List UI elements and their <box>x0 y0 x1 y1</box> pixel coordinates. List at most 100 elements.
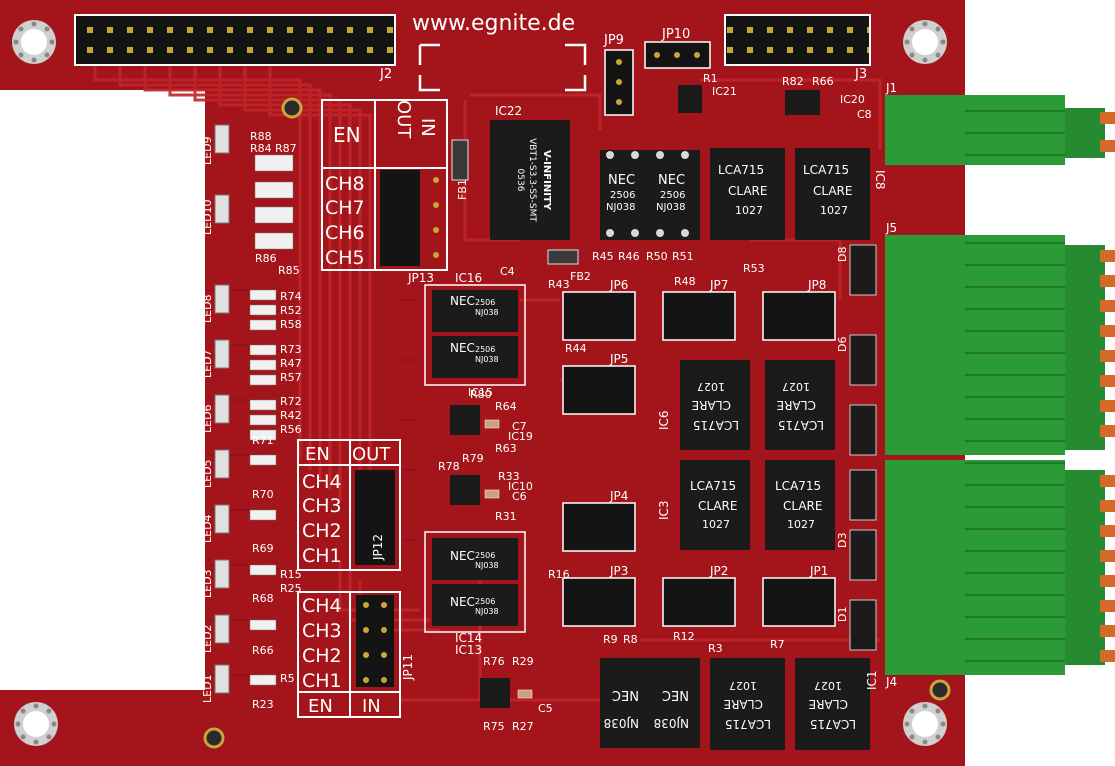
r66-label: R66 <box>252 644 274 657</box>
ic11-lot: NJ038 <box>654 716 689 730</box>
ic14-label: IC14 <box>455 631 482 645</box>
ic12-nec: NEC <box>612 687 639 702</box>
ic4-clare: CLARE <box>783 499 822 513</box>
led9-label: LED9 <box>201 136 214 165</box>
ic7-date: 1027 <box>735 204 763 217</box>
led3-label: LED3 <box>201 569 214 598</box>
ic22-brand: V-INFINITY <box>541 150 552 211</box>
r71-label: R71 <box>252 434 274 447</box>
ic16-nec-a: NEC <box>450 294 475 308</box>
mid-ch3: CH3 <box>302 495 342 517</box>
ic14-lot-a: NJ038 <box>475 561 499 570</box>
ic6-date: 1027 <box>697 380 725 393</box>
r57-label: R57 <box>280 371 302 384</box>
r16-label: R16 <box>548 568 570 581</box>
header-j2: J2 <box>74 14 396 82</box>
led10-label: LED10 <box>201 199 214 235</box>
top-out-label: OUT <box>393 100 414 139</box>
jp10: JP10 <box>644 27 711 69</box>
r5-label: R5 <box>280 672 295 685</box>
ic16-label: IC16 <box>455 271 482 285</box>
r73-label: R73 <box>280 343 302 356</box>
ic3-lca: LCA715 <box>690 479 736 493</box>
ic1-lca: LCA715 <box>810 717 856 731</box>
r25-label: R25 <box>280 582 302 595</box>
r78-label: R78 <box>438 460 460 473</box>
r7-label: R7 <box>770 638 785 651</box>
mid-ch4: CH4 <box>302 471 342 493</box>
top-ch8: CH8 <box>325 173 365 195</box>
r85-label: R85 <box>278 264 300 277</box>
ic2-lca: LCA715 <box>725 717 771 731</box>
ic10-label: IC10 <box>508 480 533 493</box>
r87-label: R87 <box>275 142 297 155</box>
led2-label: LED2 <box>201 624 214 653</box>
d1-label: D1 <box>836 607 849 622</box>
r31-label: R31 <box>495 510 517 523</box>
ic8-date: 1027 <box>820 204 848 217</box>
clare-ic1: LCA715 CLARE 1027 IC1 <box>795 658 879 750</box>
clare-ic8: LCA715 CLARE 1027 IC8 <box>795 148 887 240</box>
fb1-label: FB1 <box>456 179 469 200</box>
mid-ch2: CH2 <box>302 520 342 542</box>
bot-en-label: EN <box>308 696 333 717</box>
mid-en-label: EN <box>305 444 330 465</box>
r8-label: R8 <box>623 633 638 646</box>
r45-label: R45 <box>592 250 614 263</box>
ic15-label: IC15 <box>468 386 493 399</box>
ic12-ic11: NJ038 NEC NJ038 NEC <box>600 658 700 748</box>
bot-in-label: IN <box>362 696 381 717</box>
jp9-label: JP9 <box>603 33 624 48</box>
sot-parts <box>450 85 820 708</box>
ic2-date: 1027 <box>729 679 757 692</box>
r74-label: R74 <box>280 290 302 303</box>
smd-resistor-array <box>249 154 294 686</box>
r47-label: R47 <box>280 357 302 370</box>
jp7-label: JP7 <box>709 278 728 292</box>
led4-label: LED4 <box>201 514 214 543</box>
r68-label: R68 <box>252 592 274 605</box>
ic18-date: 2506 <box>660 190 685 201</box>
ic6-clare: CLARE <box>692 398 731 412</box>
ic20-label: IC20 <box>840 93 865 106</box>
r27-label: R27 <box>512 720 534 733</box>
ic2-clare: CLARE <box>724 697 763 711</box>
panel-bot: CH4 CH3 CH2 CH1 EN IN JP11 <box>297 591 415 718</box>
ic1-clare: CLARE <box>809 697 848 711</box>
r53-label: R53 <box>743 262 765 275</box>
r48-label: R48 <box>674 275 696 288</box>
r29-label: R29 <box>512 655 534 668</box>
clare-ic7: LCA715 CLARE 1027 <box>710 148 785 240</box>
r80-label: R80 <box>470 388 492 401</box>
ic5-date: 1027 <box>782 380 810 393</box>
r50-label: R50 <box>646 250 668 263</box>
r52-label: R52 <box>280 304 302 317</box>
mid-ch1: CH1 <box>302 545 342 567</box>
ic17-nec: NEC <box>608 173 635 188</box>
ic1-label: IC1 <box>865 670 879 690</box>
jp12-label: JP12 <box>371 534 385 561</box>
jp1-label: JP1 <box>809 564 828 578</box>
ic16-nec-b: NEC <box>450 341 475 355</box>
r42-label: R42 <box>280 409 302 422</box>
c8-label: C8 <box>857 108 872 121</box>
r63-label: R63 <box>495 442 517 455</box>
ic3-clare: CLARE <box>698 499 737 513</box>
ic16-lot-b: NJ038 <box>475 355 499 364</box>
r72-label: R72 <box>280 395 302 408</box>
r86-label: R86 <box>255 252 277 265</box>
ic14-date-a: 2506 <box>475 551 495 560</box>
clare-ic2: LCA715 CLARE 1027 <box>710 658 785 750</box>
ic16-nec-pair: NEC 2506 NJ038 NEC 2506 NJ038 IC16 <box>424 271 526 386</box>
top-ch5: CH5 <box>325 247 365 269</box>
ic14-nec-b: NEC <box>450 595 475 609</box>
bot-ch4: CH4 <box>302 595 342 617</box>
ic6-lca: LCA715 <box>693 418 739 432</box>
led6-label: LED6 <box>201 404 214 433</box>
panel-top: EN OUT IN CH8 CH7 CH6 CH5 JP13 <box>321 99 448 285</box>
r44-label: R44 <box>565 342 587 355</box>
r70-label: R70 <box>252 488 274 501</box>
ic21-label: IC21 <box>712 85 737 98</box>
